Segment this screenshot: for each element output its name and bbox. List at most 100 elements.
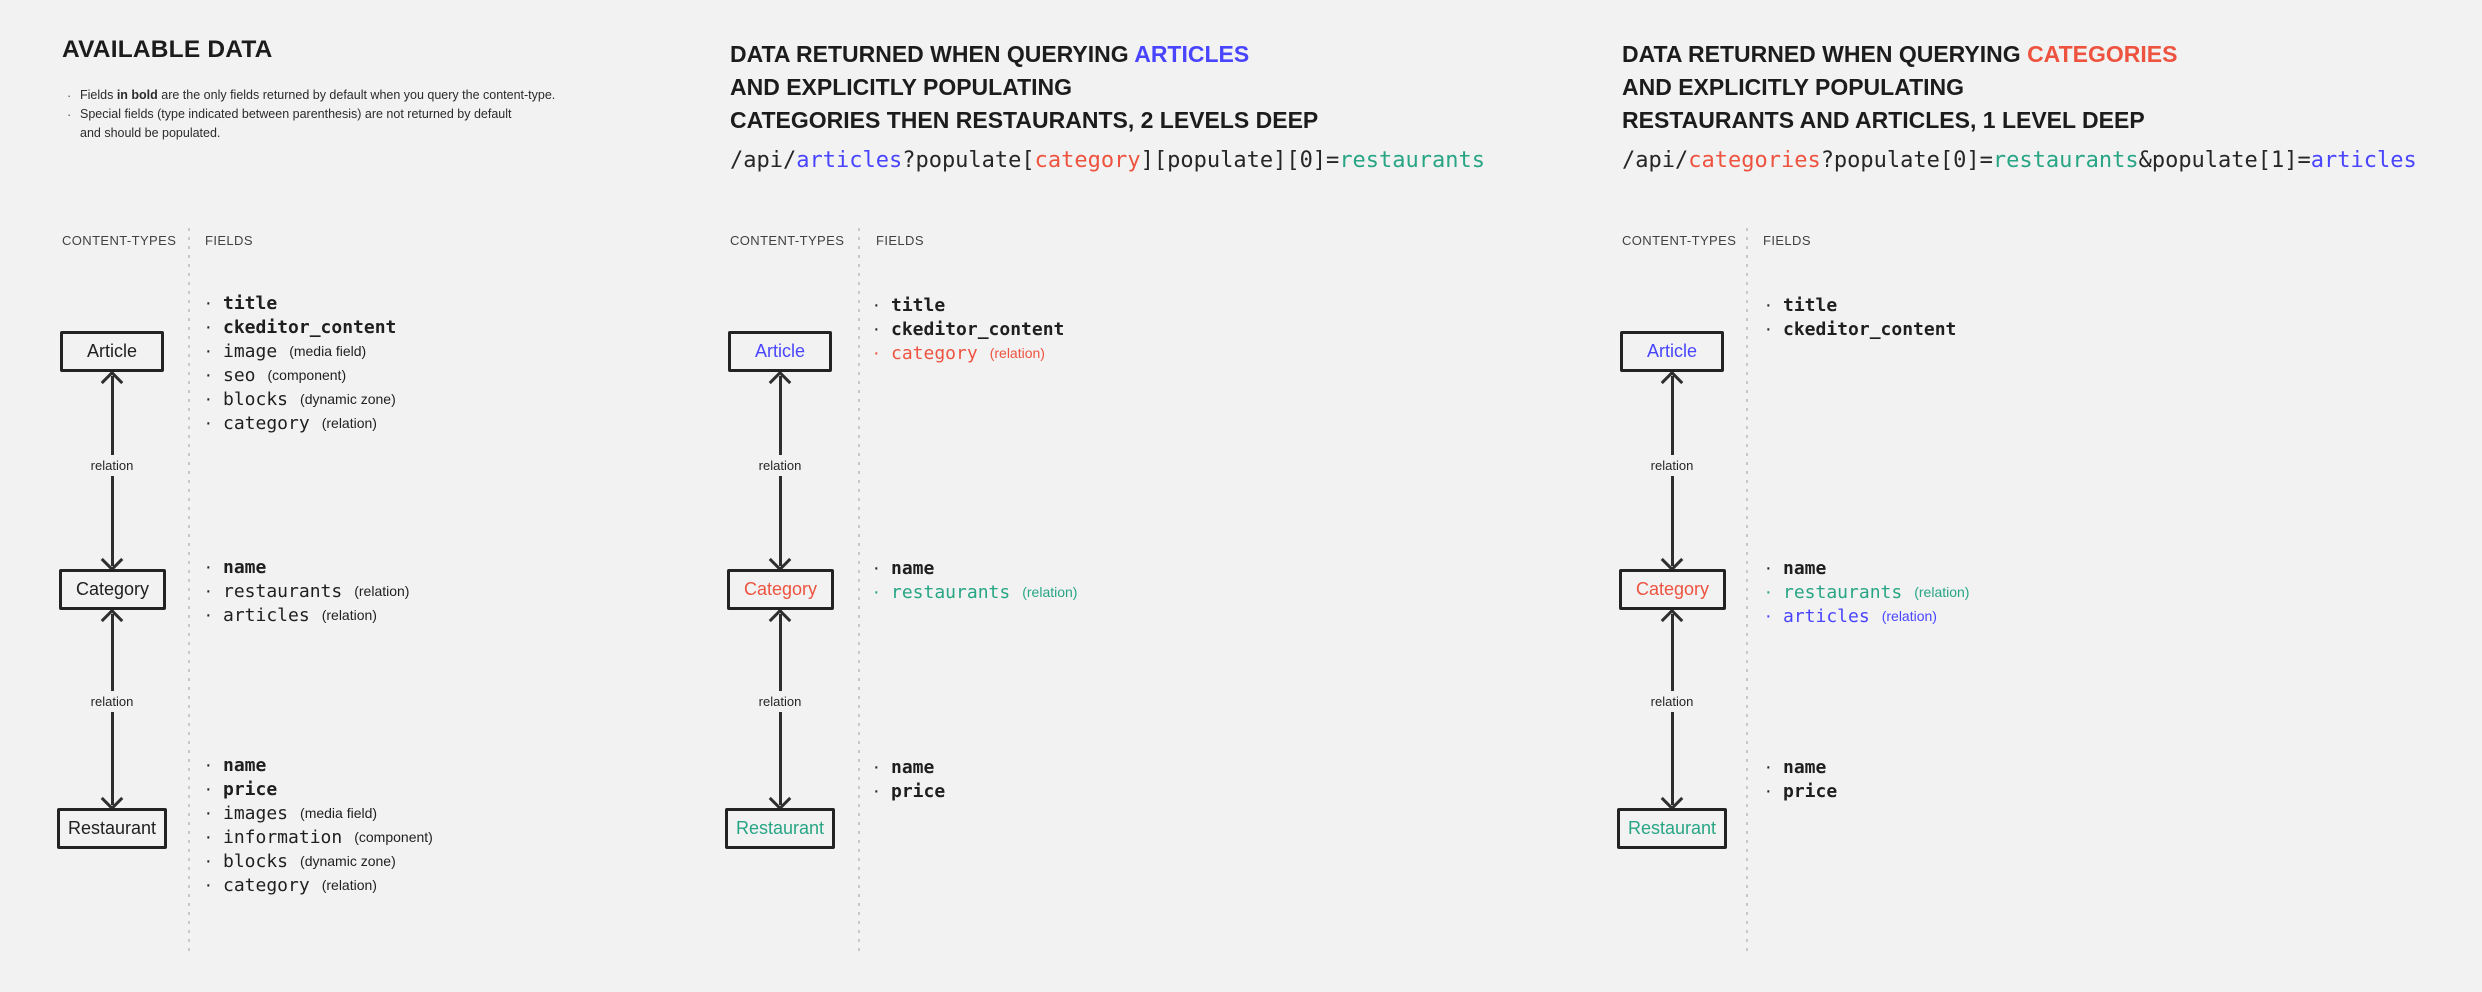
bullet-dot: · xyxy=(205,291,212,314)
field-name: category xyxy=(223,412,310,434)
field-name: seo xyxy=(223,364,256,386)
field-item: ·restaurants(relation) xyxy=(873,580,1077,604)
field-name: ckeditor_content xyxy=(891,318,1065,340)
field-item: · name xyxy=(873,556,1077,580)
fields-list-restaurant: · name ·price xyxy=(873,755,945,803)
relation-label: relation xyxy=(1644,691,1700,712)
fields-list-article: ·title ·ckeditor_content ·category(relat… xyxy=(873,293,1064,365)
api-endpoint-code: /api/articles?populate[category][populat… xyxy=(730,148,1485,173)
content-type-label: Category xyxy=(75,579,150,599)
field-item: ·ckeditor_content xyxy=(1765,317,1956,341)
code-segment: &populate[1]= xyxy=(2138,148,2311,173)
bullet-dot: · xyxy=(67,107,72,122)
bullet-dot: · xyxy=(205,801,212,824)
content-type-label: Article xyxy=(754,341,805,361)
field-item: ·articles(relation) xyxy=(205,603,409,627)
arrow-down-icon xyxy=(1660,787,1684,811)
field-name: information xyxy=(223,826,343,848)
field-item: ·category(relation) xyxy=(873,341,1064,365)
fields-list-category: ·name ·restaurants(relation) ·articles(r… xyxy=(205,555,409,627)
content-type-label: Category xyxy=(743,579,818,599)
bullet-dot: · xyxy=(1765,580,1772,603)
field-item: ·restaurants(relation) xyxy=(205,579,409,603)
arrow-down-icon xyxy=(768,548,792,572)
bullet-dot: · xyxy=(873,341,880,364)
field-item: ·price xyxy=(873,779,945,803)
column-separator xyxy=(858,228,860,956)
field-name: name xyxy=(1783,557,1827,579)
field-name: ckeditor_content xyxy=(1783,318,1957,340)
content-type-box-category: Category xyxy=(727,569,834,610)
column-separator xyxy=(1746,228,1748,956)
field-item: · name xyxy=(1765,556,1969,580)
relation-label: relation xyxy=(752,455,808,476)
bullet-dot: · xyxy=(1765,604,1772,627)
field-item: · title xyxy=(205,291,396,315)
field-name: name xyxy=(223,556,267,578)
content-type-box-article: Article xyxy=(728,331,832,372)
content-type-label: Article xyxy=(1646,341,1697,361)
field-item: ·category(relation) xyxy=(205,411,396,435)
heading-line: AND EXPLICITLY POPULATING xyxy=(1622,74,1965,100)
legend-note-text: Special fields (type indicated between p… xyxy=(80,107,512,140)
content-type-label: Restaurant xyxy=(1627,818,1717,838)
field-item: ·price xyxy=(205,777,433,801)
field-name: image xyxy=(223,340,278,362)
bullet-dot: · xyxy=(1765,556,1772,579)
arrow-down-icon xyxy=(100,548,124,572)
column-header-content-types: CONTENT-TYPES xyxy=(62,233,177,248)
legend-note-text: Fields in bold are the only fields retur… xyxy=(80,88,556,102)
arrow-up-icon xyxy=(1660,608,1684,632)
field-item: ·category(relation) xyxy=(205,873,433,897)
content-type-box-category: Category xyxy=(1619,569,1726,610)
field-item: · information (component) xyxy=(205,825,433,849)
content-type-label: Restaurant xyxy=(67,818,157,838)
field-name: restaurants xyxy=(223,580,343,602)
code-segment: ?populate[ xyxy=(902,148,1035,173)
bullet-dot: · xyxy=(205,315,212,338)
field-name: images xyxy=(223,802,289,824)
heading-line: DATA RETURNED WHEN QUERYING CATEGORIES xyxy=(1622,41,2178,67)
field-item: ·ckeditor_content xyxy=(205,315,396,339)
bullet-dot: · xyxy=(873,755,880,778)
field-annotation: (relation) xyxy=(1881,608,1937,624)
fields-list-restaurant: ·name ·price ·images(media field) ·infor… xyxy=(205,753,433,897)
content-type-label: Category xyxy=(1635,579,1710,599)
bullet-dot: · xyxy=(205,411,212,434)
field-name: restaurants xyxy=(891,581,1011,603)
heading-highlight: CATEGORIES xyxy=(2027,41,2178,67)
field-name: name xyxy=(1783,756,1827,778)
relation-label: relation xyxy=(1644,455,1700,476)
column-separator xyxy=(188,228,190,956)
field-annotation: (relation) xyxy=(321,607,377,623)
field-name: category xyxy=(891,342,978,364)
bullet-dot: · xyxy=(205,777,212,800)
code-segment: categories xyxy=(1688,148,1821,173)
legend-note: · Fields in bold are the only fields ret… xyxy=(67,86,555,105)
field-item: · name xyxy=(873,755,945,779)
field-name: category xyxy=(223,874,310,896)
field-annotation: (media field) xyxy=(300,805,378,821)
field-name: title xyxy=(223,292,278,314)
heading-highlight: ARTICLES xyxy=(1134,41,1250,67)
field-item: ·title xyxy=(873,293,1064,317)
heading-line: AND EXPLICITLY POPULATING xyxy=(730,74,1073,100)
field-annotation: (dynamic zone) xyxy=(300,853,396,869)
bullet-dot: · xyxy=(205,849,212,872)
code-segment: ][populate][0]= xyxy=(1140,148,1340,173)
field-name: title xyxy=(1783,294,1838,316)
bullet-dot: · xyxy=(873,556,880,579)
code-segment: articles xyxy=(796,148,903,173)
bullet-dot: · xyxy=(205,825,212,848)
bullet-dot: · xyxy=(873,317,880,340)
legend-notes: · Fields in bold are the only fields ret… xyxy=(67,86,555,143)
field-annotation: (component) xyxy=(354,829,433,845)
bullet-dot: · xyxy=(205,579,212,602)
fields-list-article: ·title ·ckeditor_content ·image(media fi… xyxy=(205,291,396,435)
field-name: name xyxy=(891,557,935,579)
field-name: blocks xyxy=(223,850,289,872)
content-type-box-restaurant: Restaurant xyxy=(1617,808,1727,849)
bullet-dot: · xyxy=(1765,779,1772,802)
field-name: name xyxy=(891,756,935,778)
bullet-dot: · xyxy=(205,339,212,362)
